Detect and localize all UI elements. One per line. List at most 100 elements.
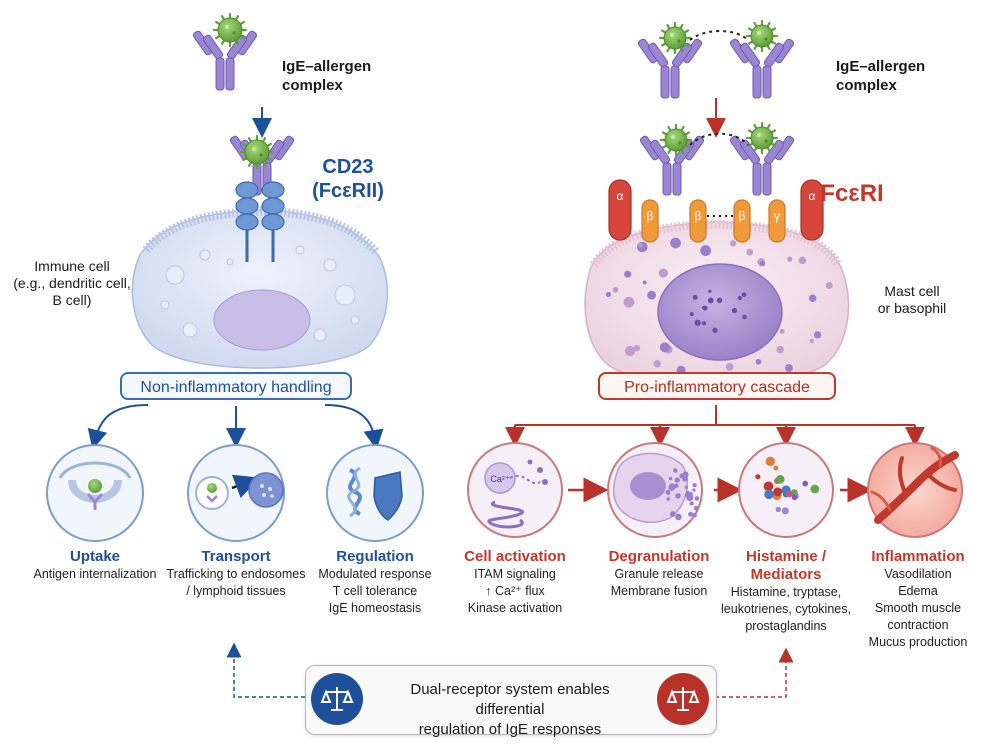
right-feedback-connector [715, 647, 794, 698]
inflammation-line: Edema [898, 584, 938, 598]
allergen-icon [745, 19, 779, 53]
fceri-title: FcεRI [820, 180, 884, 207]
transport-line: Trafficking to endosomes [166, 567, 306, 581]
calcium-label: Ca²⁺ [490, 474, 510, 484]
regulation-title: Regulation [336, 548, 414, 565]
degranulation-circle [607, 442, 703, 538]
ige-antibody-icon [192, 30, 258, 91]
left-branch-arrows [87, 404, 384, 450]
pro-inflammatory-pathway-label: Pro-inflammatory cascade [598, 372, 836, 400]
inflammation-title: Inflammation [871, 548, 965, 565]
cell-activation-line: ↑ Ca²⁺ flux [485, 584, 545, 598]
inflammation-line: Smooth muscle [874, 601, 962, 615]
summary-text-line1: Dual-receptor system enables differentia… [410, 681, 610, 718]
receptor-subunit: α [800, 179, 824, 241]
inflammation-card: Inflammation Vasodilation Edema Smooth m… [858, 548, 978, 651]
allergen-icon [659, 123, 693, 157]
regulation-circle [326, 444, 424, 542]
right-branch-arrows [505, 405, 925, 503]
subunit-label: α [809, 189, 816, 203]
transport-circle [187, 444, 285, 542]
cell-activation-title: Cell activation [464, 548, 566, 565]
mast-cell-label: Mast cell or basophil [862, 283, 962, 317]
balance-scale-icon [657, 673, 709, 725]
degranulation-line: Granule release [614, 567, 704, 581]
left-complex-label-line1: IgE–allergen [282, 58, 372, 75]
summary-text: Dual-receptor system enables differentia… [375, 680, 645, 740]
summary-text-line2: regulation of IgE responses [418, 721, 602, 738]
subunit-label: β [695, 209, 702, 223]
ige-antibody-icon [637, 38, 703, 99]
mast-cell-label-line2: or basophil [877, 300, 947, 316]
uptake-circle [46, 444, 144, 542]
cell-activation-card: Cell activation ITAM signaling ↑ Ca²⁺ fl… [450, 548, 580, 617]
degranulation-card: Degranulation Granule release Membrane f… [594, 548, 724, 600]
allergen-icon [88, 479, 102, 493]
ige-antibody-icon [729, 135, 795, 196]
cell-activation-line: Kinase activation [467, 601, 563, 615]
inflammation-line: Mucus production [868, 635, 968, 649]
immune-cell-label: Immune cell (e.g., dendritic cell, B cel… [2, 258, 142, 309]
receptor-subunit: β [733, 199, 751, 243]
inflammation-circle [867, 442, 963, 538]
mast-cell [584, 219, 850, 387]
mediators-title-line2: Mediators [750, 566, 822, 583]
regulation-line: Modulated response [318, 567, 432, 581]
cell-granules [605, 237, 833, 383]
immune-cell [131, 206, 389, 369]
cell-vesicles [160, 245, 360, 342]
cell-activation-line: ITAM signaling [474, 567, 556, 581]
allergen-icon [745, 121, 779, 155]
immune-cell-label-line3: B cell) [52, 292, 92, 308]
transport-title: Transport [201, 548, 271, 565]
mediators-line: leukotrienes, cytokines, [721, 602, 851, 616]
allergen-icon [212, 12, 248, 48]
cell-activation-circle [467, 442, 563, 538]
balance-scale-icon [311, 673, 363, 725]
subunit-label: β [739, 209, 746, 223]
mediators-card: Histamine / Mediators Histamine, tryptas… [716, 548, 856, 635]
summary-box [305, 665, 717, 735]
inflammation-line: contraction [887, 618, 949, 632]
immune-cell-label-line2: (e.g., dendritic cell, [13, 275, 131, 291]
fceri-receptor: α α β β β γ [608, 121, 824, 243]
cd23-title-alias: (FcεRII) [312, 180, 384, 202]
mast-cell-label-line1: Mast cell [884, 283, 940, 299]
receptor-subunit: β [689, 199, 707, 243]
receptor-subunit: γ [768, 199, 786, 243]
receptor-subunit: β [641, 199, 659, 243]
uptake-line: Antigen internalization [33, 567, 157, 581]
regulation-line: IgE homeostasis [328, 601, 422, 615]
right-complex-label-line2: complex [836, 77, 897, 94]
allergen-icon [239, 134, 275, 170]
left-complex-label-line2: complex [282, 77, 343, 94]
degranulation-line: Membrane fusion [610, 584, 708, 598]
mediators-title-line1: Histamine / [745, 548, 827, 565]
receptor-subunit: α [608, 179, 632, 241]
uptake-title: Uptake [69, 548, 121, 565]
inflammation-line: Vasodilation [884, 567, 952, 581]
cd23-title-name: CD23 [322, 156, 374, 178]
right-ige-allergen-complex [637, 19, 795, 99]
ige-antibody-icon [729, 38, 795, 99]
non-inflammatory-pathway-label: Non-inflammatory handling [120, 372, 352, 400]
right-complex-label: IgE–allergen complex [836, 57, 925, 95]
uptake-card: Uptake Antigen internalization [25, 548, 165, 583]
right-complex-label-line1: IgE–allergen [836, 58, 926, 75]
left-feedback-connector [226, 642, 305, 698]
mediators-circle [738, 442, 834, 538]
mediators-line: prostaglandins [745, 619, 827, 633]
allergen-icon [658, 21, 692, 55]
mediators-line: Histamine, tryptase, [730, 585, 842, 599]
regulation-line: T cell tolerance [332, 584, 418, 598]
subunit-label: β [647, 209, 654, 223]
left-ige-allergen-complex [192, 12, 258, 91]
transport-card: Transport Trafficking to endosomes / lym… [160, 548, 312, 600]
left-complex-label: IgE–allergen complex [282, 57, 371, 95]
subunit-label: α [617, 189, 624, 203]
cd23-receptor [229, 134, 295, 262]
immune-cell-label-line1: Immune cell [34, 258, 110, 274]
degranulation-title: Degranulation [608, 548, 710, 565]
transport-line: / lymphoid tissues [186, 584, 286, 598]
